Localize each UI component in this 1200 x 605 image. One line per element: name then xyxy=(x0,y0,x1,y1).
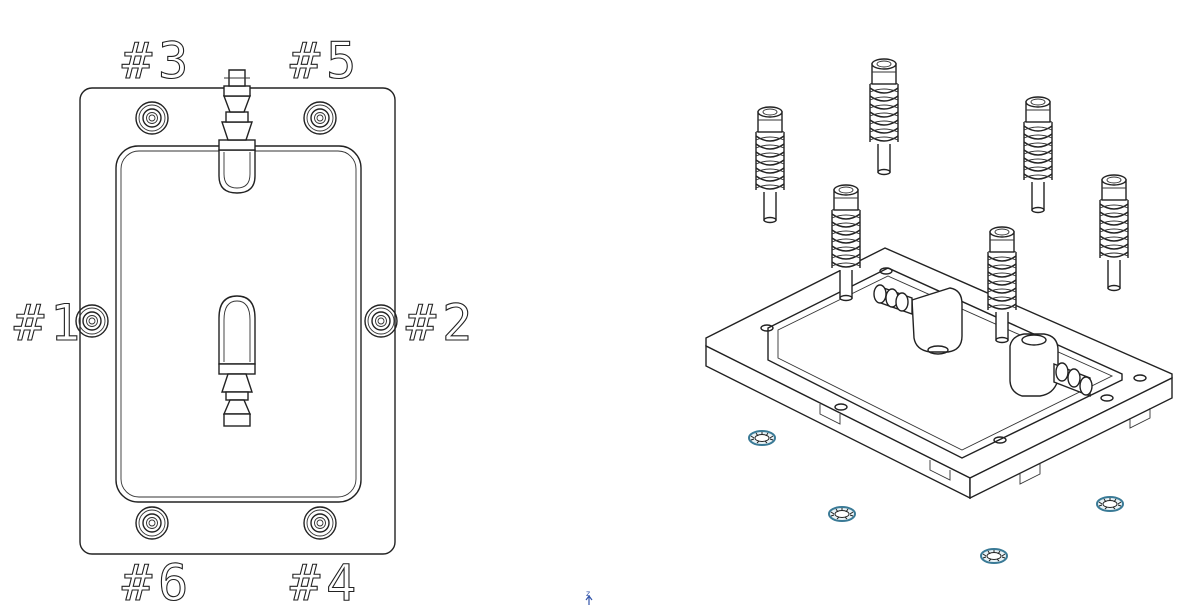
screw-4 xyxy=(303,506,337,540)
washer-1 xyxy=(748,430,776,446)
label-screw-3: #3 xyxy=(122,32,194,90)
washer-4 xyxy=(1096,496,1124,512)
screw-3 xyxy=(135,101,169,135)
spring-screw-c xyxy=(1023,96,1053,214)
isometric-view xyxy=(705,58,1173,564)
label-screw-2: #2 xyxy=(406,294,478,352)
washer-2 xyxy=(828,506,856,522)
label-screw-4: #4 xyxy=(290,554,362,605)
axis-triad: z xyxy=(585,589,593,605)
screw-5 xyxy=(303,101,337,135)
label-screw-5: #5 xyxy=(290,32,362,90)
top-view: #3 #5 #1 #2 #6 #4 xyxy=(13,31,478,605)
top-barb-fitting xyxy=(218,69,256,194)
screw-2 xyxy=(364,304,398,338)
elbow-fitting-left xyxy=(873,284,963,355)
label-screw-6: #6 xyxy=(122,554,194,605)
spring-screw-d xyxy=(1099,174,1129,292)
label-screw-1: #1 xyxy=(14,294,86,352)
plate-iso xyxy=(705,247,1173,500)
axis-z-label: z xyxy=(586,589,590,598)
washer-3 xyxy=(980,548,1008,564)
spring-screw-a xyxy=(869,58,899,176)
screw-6 xyxy=(135,506,169,540)
center-barb-fitting xyxy=(218,295,256,427)
spring-screw-b xyxy=(755,106,785,224)
elbow-fitting-right xyxy=(1009,333,1093,398)
